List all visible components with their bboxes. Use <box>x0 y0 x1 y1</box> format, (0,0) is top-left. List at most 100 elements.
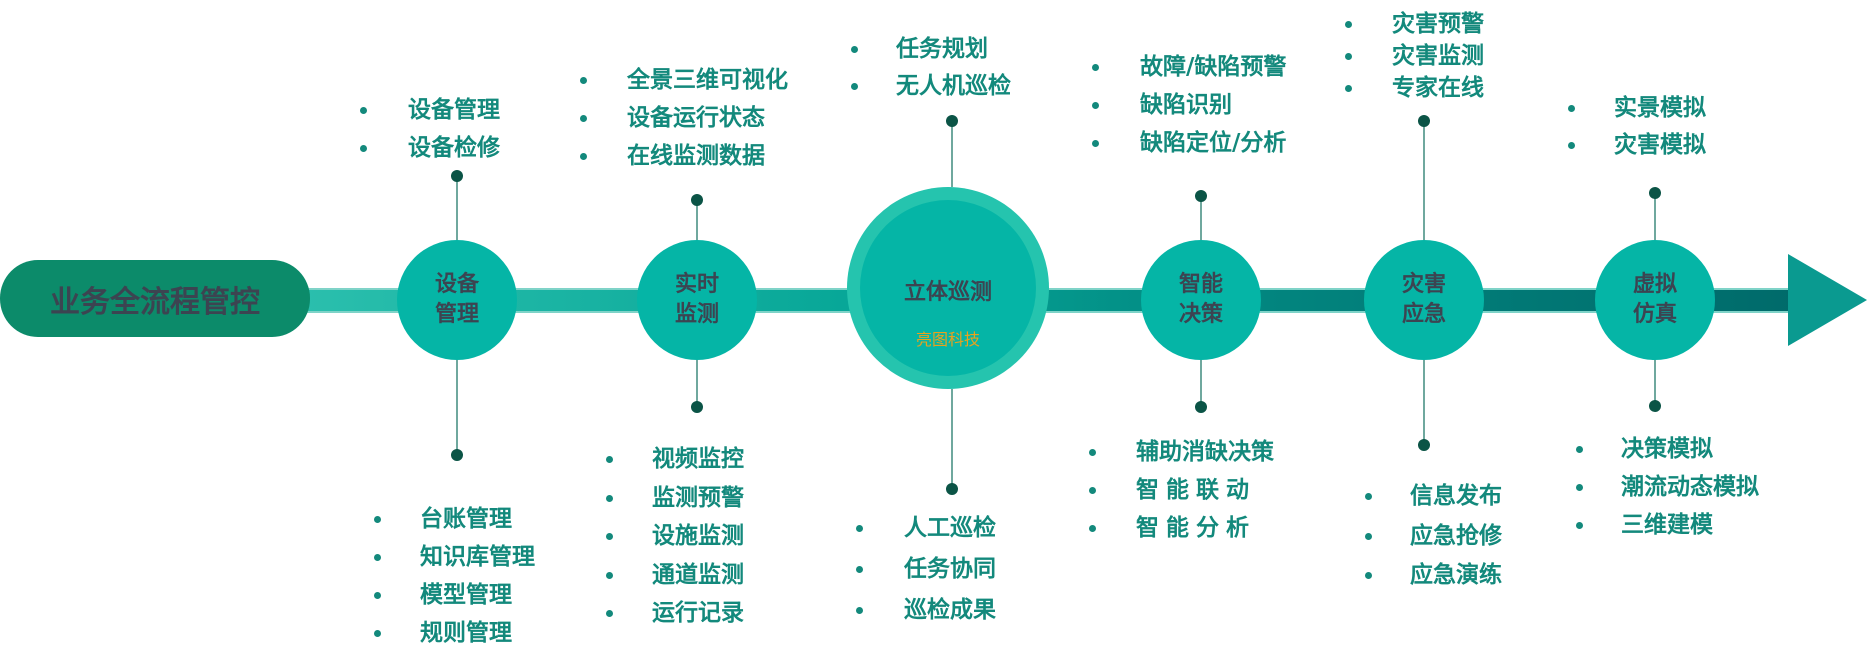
list-item: 信息发布 <box>1410 483 1502 509</box>
connector-line <box>1654 360 1656 406</box>
arrow-head-icon <box>1788 254 1867 346</box>
list-item: 任务协同 <box>904 556 996 582</box>
bullet-icon <box>1568 142 1575 149</box>
connector-line <box>1200 196 1202 240</box>
node-label: 智能决策 <box>1176 270 1226 330</box>
bullet-icon <box>580 77 587 84</box>
list-item: 潮流动态模拟 <box>1621 474 1759 500</box>
bullet-icon <box>856 607 863 614</box>
connector-line <box>1423 360 1425 445</box>
connector-line <box>456 176 458 240</box>
bullet-icon <box>1092 102 1099 109</box>
list-item: 台账管理 <box>420 506 512 532</box>
bullet-icon <box>374 630 381 637</box>
connector-line <box>1200 360 1202 407</box>
bullet-icon <box>856 525 863 532</box>
list-item: 三维建模 <box>1621 512 1713 538</box>
list-item: 无人机巡检 <box>896 73 1011 99</box>
connector-dot <box>691 194 703 206</box>
list-item: 灾害模拟 <box>1614 132 1706 158</box>
bullet-icon <box>360 145 367 152</box>
bullet-icon <box>1092 140 1099 147</box>
node-label: 设备管理 <box>432 270 482 330</box>
bullet-icon <box>374 516 381 523</box>
bullet-icon <box>1576 446 1583 453</box>
list-item: 监测预警 <box>652 484 744 511</box>
connector-line <box>951 389 953 489</box>
bullet-icon <box>1089 449 1096 456</box>
connector-dot <box>1195 190 1207 202</box>
connector-dot <box>451 449 463 461</box>
center-node: 立体巡测 亮图科技 <box>847 187 1049 389</box>
list-item: 知识库管理 <box>420 544 535 570</box>
connector-dot <box>1195 401 1207 413</box>
bullet-icon <box>1365 572 1372 579</box>
bullet-icon <box>374 592 381 599</box>
node-label-line: 管理 <box>434 302 479 327</box>
bullet-icon <box>1345 21 1352 28</box>
node-label: 实时监测 <box>672 270 722 330</box>
connector-line <box>951 121 953 187</box>
node-label-line: 应急 <box>1401 302 1446 327</box>
bullet-icon <box>1089 525 1096 532</box>
list-item: 通道监测 <box>652 561 744 588</box>
node-3: 灾害应急 <box>1364 240 1484 360</box>
node-label: 虚拟仿真 <box>1630 270 1680 330</box>
list-item: 缺陷识别 <box>1140 92 1232 118</box>
list-item: 设备管理 <box>408 97 500 123</box>
list-item: 缺陷定位/分析 <box>1140 130 1287 156</box>
list-item: 专家在线 <box>1392 75 1484 101</box>
bullet-icon <box>1345 85 1352 92</box>
bullet-icon <box>360 107 367 114</box>
bullet-icon <box>1092 64 1099 71</box>
list-item: 灾害监测 <box>1392 43 1484 69</box>
bullet-icon <box>374 554 381 561</box>
list-item: 设备运行状态 <box>627 105 765 131</box>
connector-dot <box>1649 187 1661 199</box>
bullet-icon <box>580 115 587 122</box>
node-label-line: 设备 <box>434 272 479 297</box>
bullet-icon <box>606 456 613 463</box>
connector-line <box>1654 193 1656 240</box>
bullet-icon <box>606 533 613 540</box>
node-label: 灾害应急 <box>1399 270 1449 330</box>
connector-line <box>696 360 698 407</box>
bullet-icon <box>1345 53 1352 60</box>
node-2: 智能决策 <box>1141 240 1261 360</box>
list-item: 灾害预警 <box>1392 11 1484 37</box>
list-item: 任务规划 <box>896 36 988 62</box>
node-label-line: 实时 <box>674 272 719 297</box>
bullet-icon <box>1089 487 1096 494</box>
connector-line <box>696 200 698 240</box>
list-item: 模型管理 <box>420 582 512 608</box>
connector-line <box>456 360 458 455</box>
list-item: 运行记录 <box>652 600 744 626</box>
connector-dot <box>946 483 958 495</box>
node-label-line: 灾害 <box>1401 272 1446 297</box>
list-item: 人工巡检 <box>904 515 996 541</box>
bullet-icon <box>1576 484 1583 491</box>
node-label-line: 虚拟 <box>1632 272 1677 297</box>
list-item: 应急演练 <box>1410 562 1502 588</box>
list-item: 智能分析 <box>1136 515 1256 541</box>
connector-dot <box>1649 400 1661 412</box>
brand-label: 亮图科技 <box>915 330 980 349</box>
connector-dot <box>1418 439 1430 451</box>
list-item: 智能联动 <box>1136 477 1256 503</box>
list-item: 在线监测数据 <box>627 143 765 169</box>
title-label: 业务全流程管控 <box>50 284 260 320</box>
bullet-icon <box>606 494 613 502</box>
bullet-icon <box>851 46 858 53</box>
connector-dot <box>946 115 958 127</box>
node-label-line: 决策 <box>1178 302 1223 327</box>
node-label-line: 监测 <box>674 302 719 327</box>
list-item: 设施监测 <box>652 523 744 549</box>
connector-dot <box>1418 115 1430 127</box>
connector-line <box>1423 121 1425 240</box>
list-item: 设备检修 <box>408 135 500 161</box>
list-item: 故障/缺陷预警 <box>1140 54 1287 80</box>
bullet-icon <box>1568 105 1575 112</box>
connector-dot <box>691 401 703 413</box>
list-item: 巡检成果 <box>904 597 996 623</box>
